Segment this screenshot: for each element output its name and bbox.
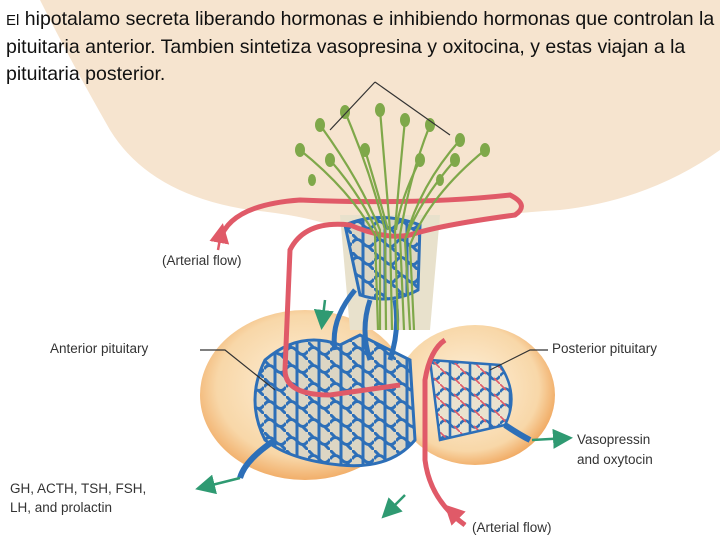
posterior-leader-line [489,349,548,371]
superior-hypophyseal-artery [217,192,524,398]
arterial-flow-arrow-bottom [444,504,466,526]
posterior-capillary-network [428,358,513,442]
anterior-capillary-network [253,333,417,468]
anterior-leader-line [200,349,276,391]
posterior-pituitary-label: Posterior pituitary [552,341,657,356]
hormone-arrow-down [381,494,406,519]
caption-text: El hipotalamo secreta liberando hormonas… [6,6,718,88]
portal-veins [331,288,400,361]
anterior-pituitary-label: Anterior pituitary [50,341,149,356]
arterial-flow-arrow-top [209,223,230,251]
vasopressin-arrow [531,428,573,449]
arterial-flow-label-bottom: (Arterial flow) [472,520,552,535]
hormones-label-line1: GH, ACTH, TSH, FSH, [10,481,146,496]
anterior-vein [237,437,277,479]
vasopressin-label-line1: Vasopressin [577,432,650,447]
hormone-arrow-left [195,474,241,495]
posterior-vein [503,422,532,443]
neuron-cell-bodies [295,103,490,186]
hormones-label-line2: LH, and prolactin [10,500,112,515]
neurons-leader-lines [329,81,451,136]
vasopressin-label-line2: and oxytocin [577,452,653,467]
arterial-flow-label-top: (Arterial flow) [162,253,242,268]
caption-first-word: El [6,12,20,29]
stalk-flow-arrow [313,299,334,330]
hypothalamic-neurons [299,109,486,331]
caption-rest: hipotalamo secreta liberando hormonas e … [6,8,715,85]
